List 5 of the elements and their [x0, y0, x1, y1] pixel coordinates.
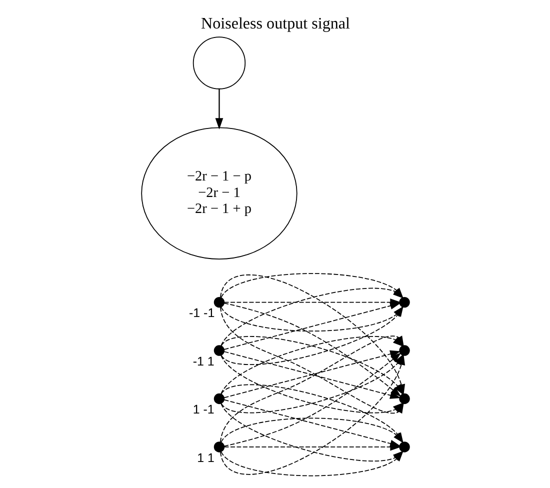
node-label: 1 1	[196, 450, 214, 465]
node-label: -1 1	[192, 354, 214, 368]
node-label: -1 -1	[188, 306, 214, 320]
node-label: 1 -1	[192, 402, 214, 417]
diagram-title: Noiseless output signal	[200, 16, 350, 33]
